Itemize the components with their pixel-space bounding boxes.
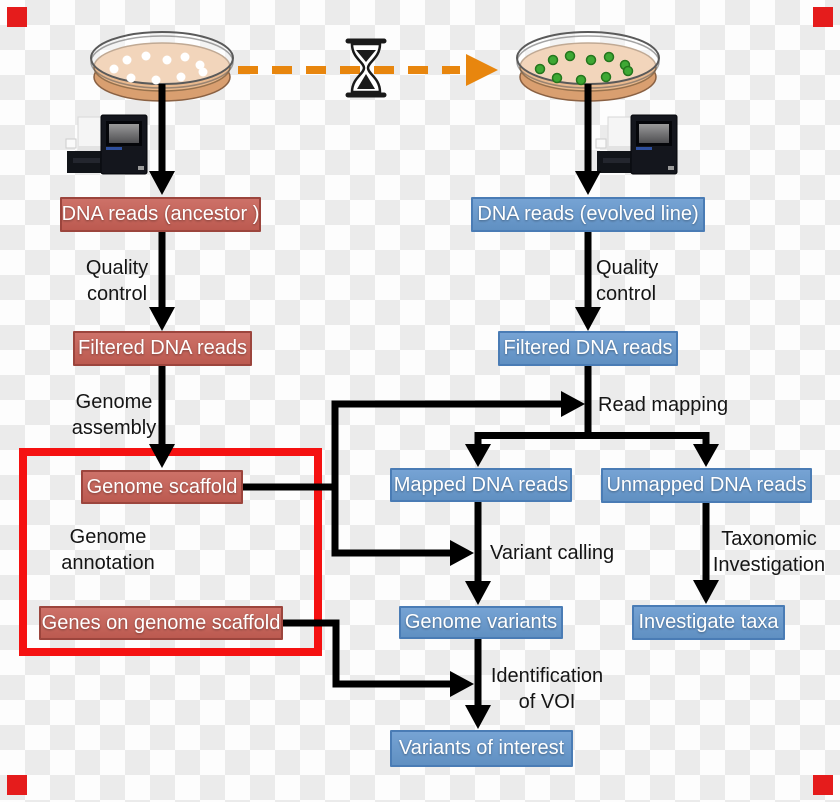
label-quality-control-evolved: Quality control xyxy=(596,257,659,305)
corner-marker-top-left xyxy=(7,7,27,27)
label-read-mapping: Read mapping xyxy=(598,394,729,416)
label-identification-of-voi: Identification of VOI xyxy=(490,665,604,713)
time-arrow xyxy=(238,54,498,86)
sequencer-icon-right xyxy=(595,114,678,175)
node-variants-of-interest: Variants of interest xyxy=(390,730,573,767)
flow-connectors xyxy=(158,84,710,706)
node-unmapped-dna-reads: Unmapped DNA reads xyxy=(601,468,812,503)
node-investigate-taxa: Investigate taxa xyxy=(632,605,785,640)
label-genome-annotation: Genome annotation xyxy=(61,526,155,574)
node-dna-reads-ancestor: DNA reads (ancestor ) xyxy=(60,197,261,232)
label-variant-calling: Variant calling xyxy=(490,542,615,564)
node-genome-variants: Genome variants xyxy=(399,606,563,639)
corner-marker-bottom-left xyxy=(7,775,27,795)
node-dna-reads-evolved: DNA reads (evolved line) xyxy=(471,197,705,232)
arrow-heads xyxy=(149,171,719,729)
node-genome-scaffold: Genome scaffold xyxy=(81,470,243,504)
node-mapped-dna-reads: Mapped DNA reads xyxy=(390,468,572,502)
label-taxonomic-investigation: Taxonomic Investigation xyxy=(712,528,826,576)
node-genes-on-genome-scaffold: Genes on genome scaffold xyxy=(39,606,283,640)
node-filtered-dna-reads-evolved: Filtered DNA reads xyxy=(498,331,678,366)
sequencer-icon-left xyxy=(65,114,148,175)
petri-dish-ancestor-icon xyxy=(90,31,234,102)
label-quality-control-ancestor: Quality control xyxy=(85,257,149,305)
hourglass-icon xyxy=(345,38,387,98)
corner-marker-bottom-right xyxy=(813,775,833,795)
label-genome-assembly: Genome assembly xyxy=(71,391,157,439)
corner-marker-top-right xyxy=(813,7,833,27)
node-filtered-dna-reads-ancestor: Filtered DNA reads xyxy=(73,331,252,366)
petri-dish-evolved-icon xyxy=(516,31,660,102)
